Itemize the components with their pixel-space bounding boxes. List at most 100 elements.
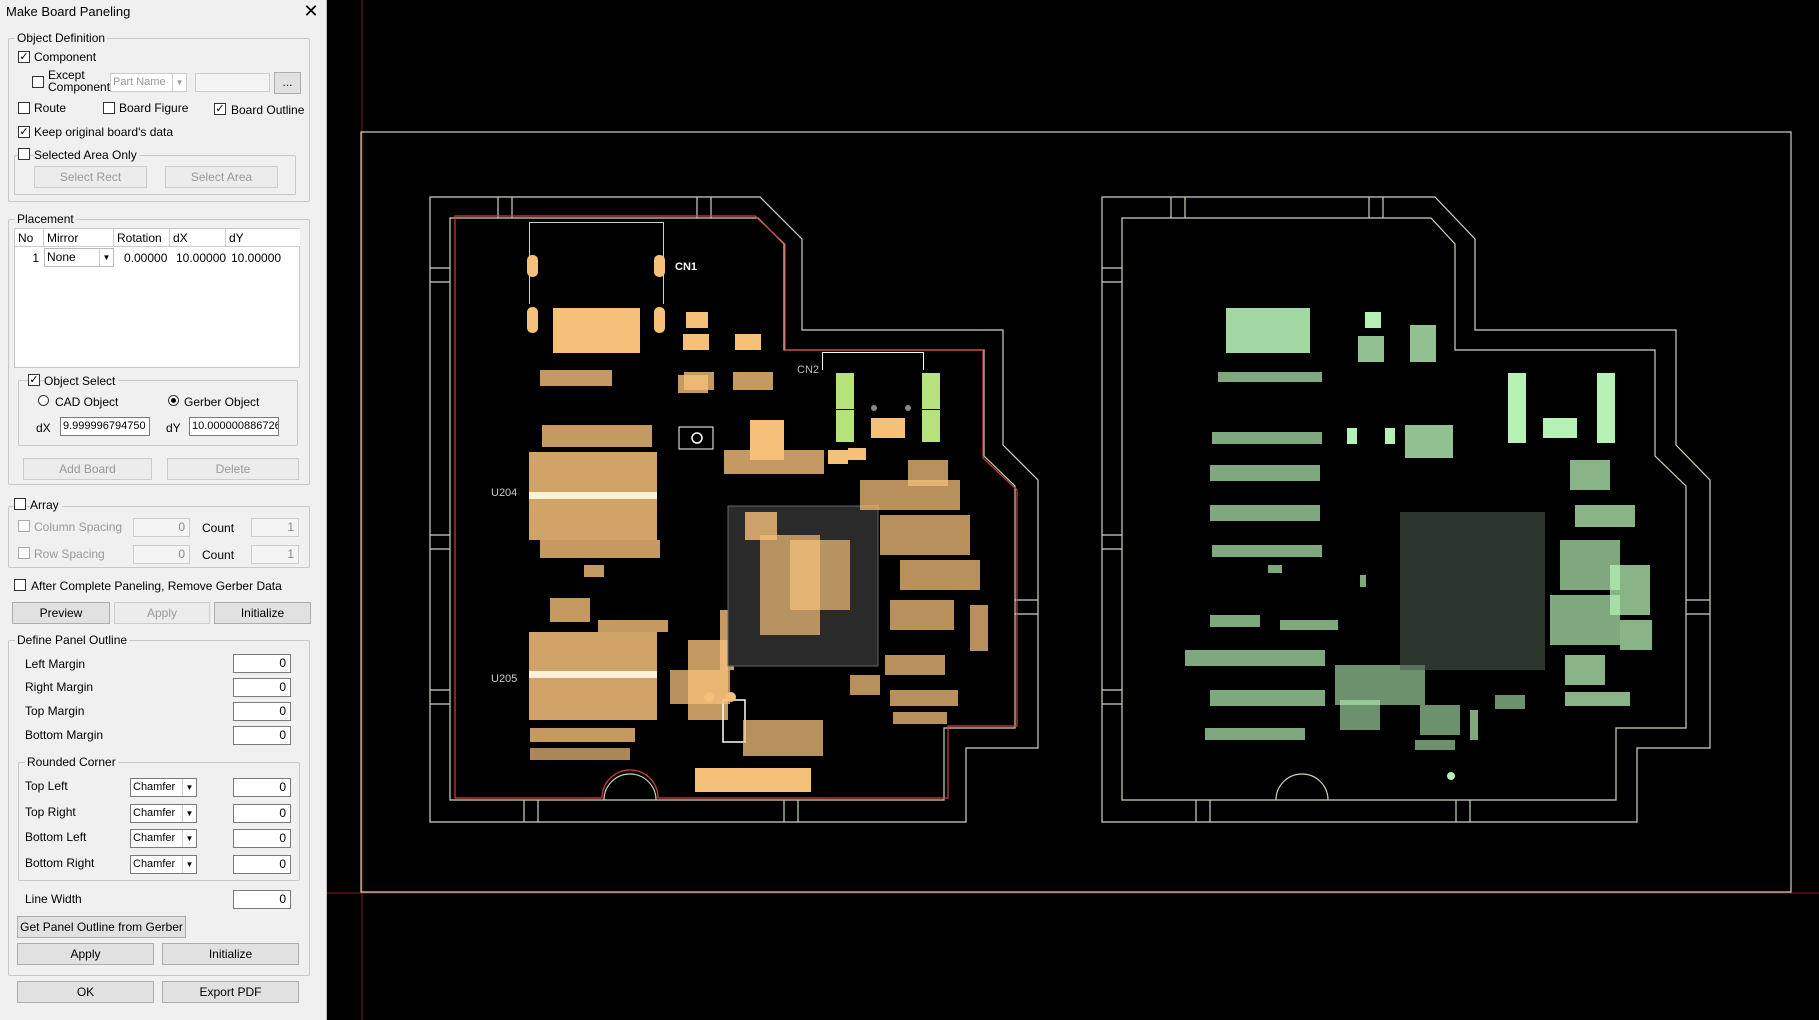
bottom-left-label: Bottom Left — [25, 830, 87, 844]
board-2-bga — [1400, 512, 1545, 670]
column-spacing-input[interactable]: 0 — [133, 518, 190, 537]
dy-label: dY — [166, 421, 181, 435]
col-dx[interactable]: dX — [170, 229, 226, 247]
browse-button[interactable]: ... — [274, 72, 301, 94]
apply-button-top[interactable]: Apply — [114, 602, 210, 624]
row-dy: 10.00000 — [231, 251, 282, 265]
export-pdf-button[interactable]: Export PDF — [162, 981, 299, 1003]
route-checkbox[interactable] — [18, 102, 30, 114]
keep-original-checkbox[interactable]: ✓ — [18, 126, 30, 138]
top-left-select[interactable]: Chamfer ▼ — [130, 778, 197, 797]
chevron-down-icon: ▼ — [182, 779, 196, 796]
keep-original-label: Keep original board's data — [34, 125, 174, 139]
col-dy[interactable]: dY — [226, 229, 300, 247]
board-2 — [1101, 196, 1711, 823]
pcb-view: CN1 CN2 U204 U205 — [327, 0, 1819, 1020]
u205-label: U205 — [491, 673, 517, 685]
top-right-select[interactable]: Chamfer ▼ — [130, 804, 197, 823]
initialize-button[interactable]: Initialize — [162, 943, 299, 965]
component-checkbox[interactable]: ✓ — [18, 51, 30, 63]
pcb-canvas[interactable]: CN1 CN2 U204 U205 — [327, 0, 1819, 1020]
bottom-right-label: Bottom Right — [25, 856, 95, 870]
mirror-select[interactable]: None▼ — [44, 248, 114, 267]
initialize-button-top[interactable]: Initialize — [214, 602, 311, 624]
bottom-right-input[interactable]: 0 — [233, 855, 291, 874]
dy-input[interactable]: 10.000000886726 — [189, 417, 279, 436]
placement-legend: Placement — [15, 212, 76, 226]
select-rect-button[interactable]: Select Rect — [34, 166, 147, 188]
top-margin-label: Top Margin — [25, 704, 85, 718]
bottom-left-select[interactable]: Chamfer ▼ — [130, 829, 197, 848]
column-spacing-checkbox[interactable] — [18, 520, 30, 532]
right-margin-input[interactable]: 0 — [233, 678, 291, 697]
rounded-corner-group: Rounded Corner — [18, 755, 300, 881]
panel-outline-group: Define Panel Outline — [8, 633, 310, 976]
row-count-input[interactable]: 1 — [251, 545, 299, 564]
top-left-select-value: Chamfer — [133, 781, 176, 793]
except-label-line2: Component — [48, 80, 111, 94]
mirror-select-value: None — [47, 250, 76, 264]
board-1-labels: CN1 CN2 U204 U205 — [491, 261, 819, 685]
column-spacing-label: Column Spacing — [34, 520, 123, 534]
object-select-group — [18, 380, 298, 446]
except-part-select[interactable]: Part Name▼ — [110, 73, 187, 92]
line-width-label: Line Width — [25, 892, 82, 906]
gerber-object-radio[interactable] — [168, 395, 179, 406]
row-spacing-checkbox[interactable] — [18, 547, 30, 559]
top-margin-input[interactable]: 0 — [233, 702, 291, 721]
array-checkbox[interactable] — [14, 498, 26, 510]
array-label: Array — [30, 498, 62, 512]
top-right-select-value: Chamfer — [133, 807, 176, 819]
col-rotation[interactable]: Rotation — [114, 229, 170, 247]
dx-input[interactable]: 9.999996794750 — [60, 417, 150, 436]
placement-table[interactable]: No Mirror Rotation dX dY 1 None▼ 0.00000… — [14, 228, 300, 368]
chevron-down-icon: ▼ — [172, 74, 186, 91]
placement-group: Placement — [8, 212, 310, 485]
gerber-object-label: Gerber Object — [184, 395, 260, 409]
cad-object-radio[interactable] — [38, 395, 49, 406]
row-spacing-input[interactable]: 0 — [133, 545, 190, 564]
remove-gerber-checkbox[interactable] — [14, 579, 26, 591]
dialog-title: Make Board Paneling — [6, 4, 131, 19]
board-1-edge — [454, 215, 1018, 799]
line-width-input[interactable]: 0 — [233, 890, 291, 909]
close-icon[interactable]: ✕ — [303, 1, 319, 21]
top-right-input[interactable]: 0 — [233, 804, 291, 823]
get-panel-outline-button[interactable]: Get Panel Outline from Gerber — [17, 916, 186, 938]
top-left-input[interactable]: 0 — [233, 778, 291, 797]
select-area-button[interactable]: Select Area — [165, 166, 278, 188]
selected-area-only-checkbox[interactable] — [18, 148, 30, 160]
selected-area-group — [14, 155, 296, 195]
column-count-label: Count — [202, 521, 235, 535]
bottom-right-select[interactable]: Chamfer▼ — [130, 855, 197, 874]
row-rotation: 0.00000 — [124, 251, 168, 265]
board-outline-checkbox[interactable]: ✓ — [214, 103, 226, 115]
delete-button[interactable]: Delete — [167, 458, 299, 480]
column-count-input[interactable]: 1 — [251, 518, 299, 537]
rounded-corner-legend: Rounded Corner — [25, 755, 118, 769]
col-mirror[interactable]: Mirror — [44, 229, 114, 247]
col-no[interactable]: No — [15, 229, 44, 247]
left-margin-input[interactable]: 0 — [233, 654, 291, 673]
ok-button[interactable]: OK — [17, 981, 154, 1003]
object-select-checkbox[interactable]: ✓ — [28, 374, 40, 386]
board-figure-label: Board Figure — [119, 101, 189, 115]
bottom-left-input[interactable]: 0 — [233, 829, 291, 848]
except-component-checkbox[interactable] — [32, 76, 44, 88]
top-left-label: Top Left — [25, 779, 68, 793]
add-board-button[interactable]: Add Board — [23, 458, 152, 480]
cn2-label: CN2 — [797, 364, 819, 376]
bottom-margin-input[interactable]: 0 — [233, 726, 291, 745]
apply-button[interactable]: Apply — [17, 943, 154, 965]
chevron-down-icon: ▼ — [182, 805, 196, 822]
left-margin-label: Left Margin — [25, 657, 86, 671]
row-spacing-label: Row Spacing — [34, 547, 105, 561]
bottom-right-select-value: Chamfer — [133, 858, 176, 870]
preview-button[interactable]: Preview — [12, 602, 110, 624]
origin-guides — [327, 0, 1819, 1020]
chevron-down-icon: ▼ — [182, 830, 196, 847]
dx-label: dX — [36, 421, 51, 435]
board-figure-checkbox[interactable] — [103, 102, 115, 114]
except-part-input[interactable] — [195, 73, 270, 92]
bottom-left-select-value: Chamfer — [133, 832, 176, 844]
